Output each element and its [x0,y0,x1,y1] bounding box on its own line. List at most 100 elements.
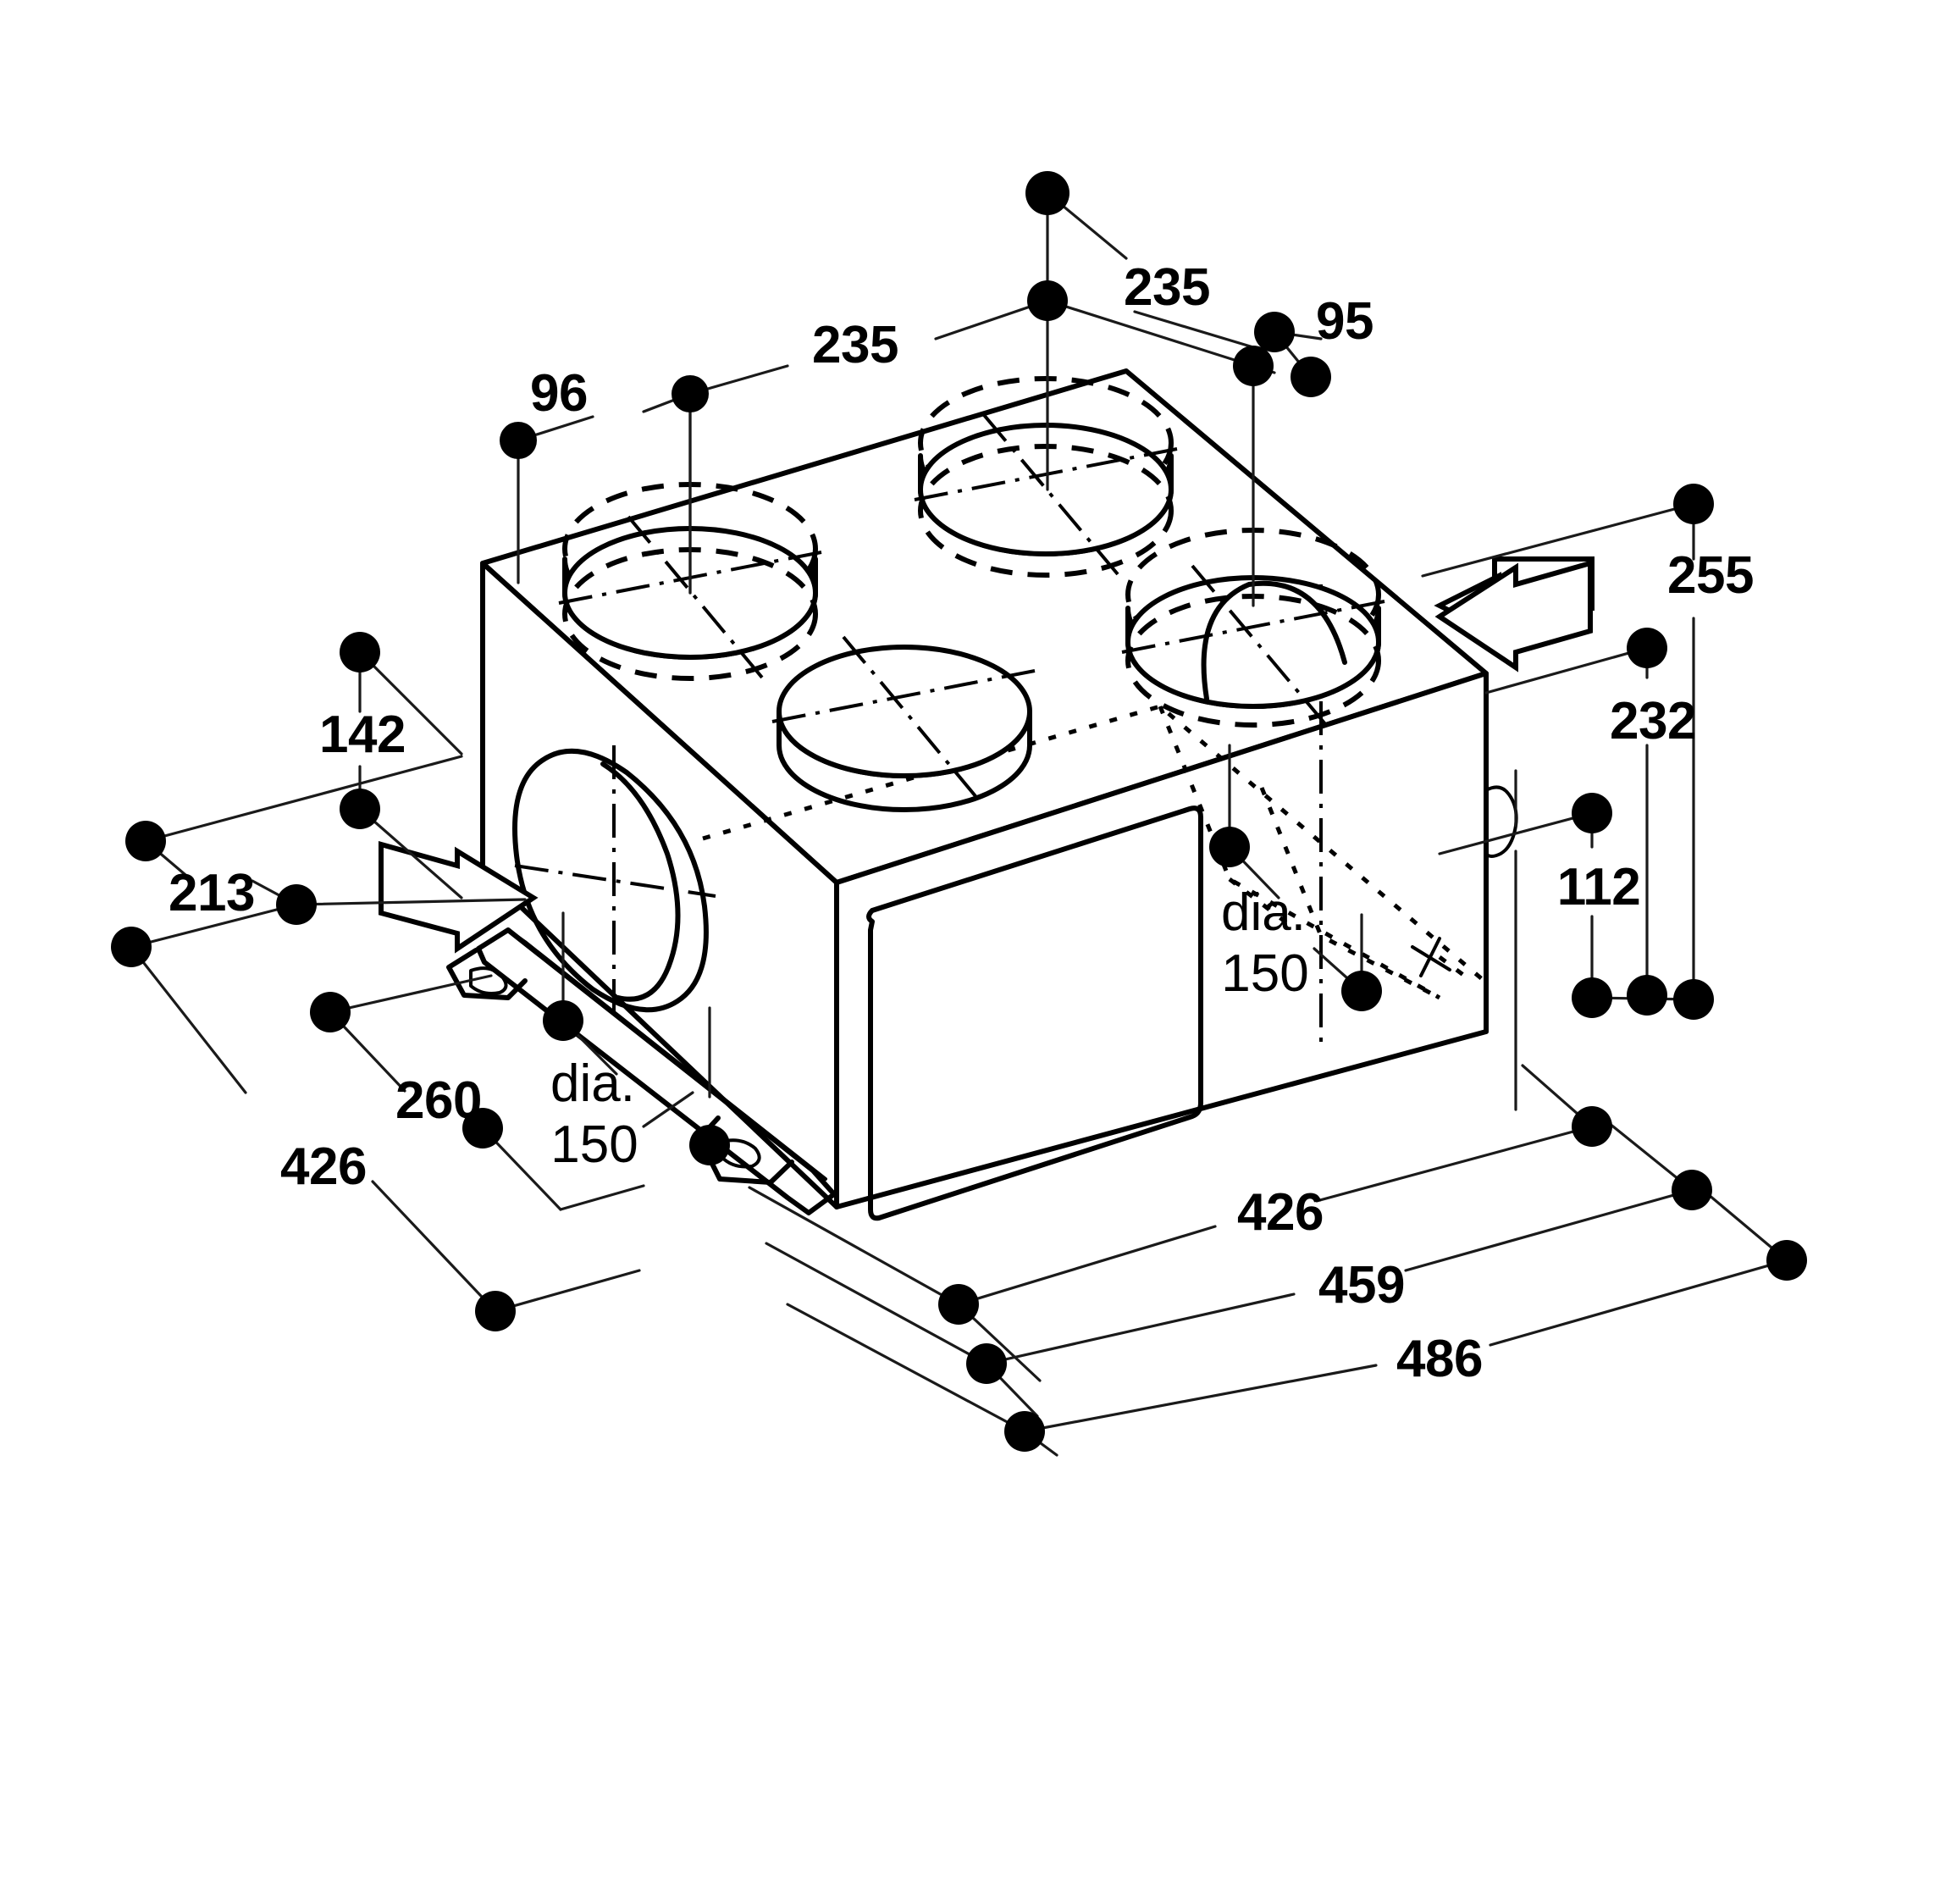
dim-dot-dia-right-a [1209,827,1250,867]
dim-426-bot-line [957,1225,1217,1306]
port-mid-right-dome [1201,580,1347,701]
dim-bottom-connector-b [765,1242,988,1365]
dia-right-line1: dia. [1221,883,1306,942]
dim-dot-486-b [1004,1411,1045,1452]
dim-dot-426-bot-b [938,1284,979,1325]
port-top-right [914,376,1178,578]
port-top-right-axis-1 [914,447,1178,501]
dim-dot-213-b [276,884,317,925]
dim-label-459: 459 [1318,1256,1405,1315]
dim-142-leader-top [358,650,463,756]
dim-235-right-leader-b [1133,310,1255,349]
dim-426-left-leader-a [130,945,247,1094]
dim-dot-95-b [1233,346,1274,386]
dim-426-left-leader-b [371,1180,497,1313]
dim-dot-96-b [672,375,709,412]
hidden-interior-edge-5 [1438,955,1475,984]
port-top-right-axis-2 [982,413,1119,576]
dim-dot-426-bot-a [1572,1106,1612,1147]
dim-dot-459-b [966,1343,1007,1384]
dim-112-leader-top [1438,811,1594,855]
dim-486-line-b [1489,1259,1788,1347]
diameter-callouts-group: dia. 150 dia. 150 [550,883,1309,1174]
port-side-left-cylinder [512,748,709,1013]
dia-left-line1: dia. [550,1054,635,1113]
dim-213-line [144,755,463,843]
port-side-left-mouth [600,761,681,1002]
dim-dot-255-top [1673,484,1714,524]
port-top-left-axis-2 [627,515,764,679]
dim-dot-459-a [1672,1170,1712,1210]
dim-label-142: 142 [319,706,406,764]
dim-dot-142-bottom [340,789,380,829]
unit-body [480,368,1518,1221]
dim-dot-426-left-a [111,927,152,967]
port-mid-right [1121,528,1385,728]
dim-213-base [295,898,527,906]
front-access-panel [866,805,1203,1221]
port-mid-right-axis-2 [1191,564,1328,727]
port-mid-front [771,635,1036,812]
dim-459-line [985,1292,1296,1365]
dim-dot-426-left-b [475,1291,516,1331]
dimension-dots-group [111,171,1807,1452]
dim-label-426-bottom: 426 [1237,1183,1324,1242]
dim-bottom-connector [748,1186,960,1306]
rail-bracket-left [446,948,528,1000]
dimension-labels-group: 96 235 235 95 255 232 112 142 213 260 42… [169,258,1754,1388]
dim-label-426-left: 426 [280,1137,367,1196]
body-front-face [834,671,1489,1209]
dim-label-235-right: 235 [1124,258,1210,317]
dim-label-260: 260 [395,1071,482,1130]
dim-260-leader-b [329,974,493,1014]
dim-213-line-b [130,903,298,949]
dim-dot-235-mid [1027,280,1068,321]
port-mid-front-axis-2 [842,635,977,798]
dim-426-left-extension [494,1269,641,1313]
dim-426-bot-line-b [1315,1125,1594,1203]
dim-459-line-b [1404,1188,1694,1272]
dim-dot-232-bottom [1627,975,1667,1016]
dim-label-213: 213 [169,864,255,922]
rail-bracket-left-detail [469,966,508,995]
port-mid-front-rim [777,645,1032,778]
dim-dot-260-b [462,1108,503,1148]
hidden-cross-mark-a [1411,937,1451,977]
rail-top-edge [506,928,827,1181]
port-top-right-bottom-hidden [918,444,1174,578]
dim-dot-112-top [1572,793,1612,833]
dim-232-leader-top [1484,646,1649,695]
dim-dot-486-a [1766,1240,1807,1281]
dim-dot-dia-right-b [1341,971,1382,1011]
dim-142-leader-bottom [358,807,463,899]
dim-label-235-upper: 235 [812,316,898,374]
dim-label-95: 95 [1316,292,1373,351]
dim-dot-235-top [1025,171,1069,215]
dim-255-leader-top [1421,502,1695,578]
dim-dot-213-a [125,821,166,861]
side-outlet-bump [1484,785,1518,858]
dim-dot-142-top [340,632,380,672]
port-mid-front-axis-1 [771,669,1036,723]
arrow-inlet-right-shape [1434,560,1593,672]
dim-dot-95-a [1254,312,1295,352]
dim-label-112: 112 [1557,858,1641,916]
dim-dot-112-bottom [1572,977,1612,1018]
dim-dot-232-top [1627,628,1667,668]
arrow-outlet-left-shape [379,841,539,954]
dim-label-486: 486 [1396,1330,1483,1388]
dim-486-line [1023,1364,1378,1433]
dim-dot-260-a [310,992,351,1032]
port-mid-right-axis-1 [1121,600,1385,654]
dim-dot-255-bottom [1673,979,1714,1020]
dim-label-255: 255 [1667,546,1754,605]
dim-label-232: 232 [1610,692,1696,750]
dim-dot-dia-left-a [543,1000,583,1041]
rail-bracket-right-detail [720,1138,761,1169]
dim-dot-95-c [1291,357,1331,397]
dia-right-line2: 150 [1221,944,1308,1003]
dim-260-extension [559,1184,645,1211]
top-ports-group [558,376,1385,812]
